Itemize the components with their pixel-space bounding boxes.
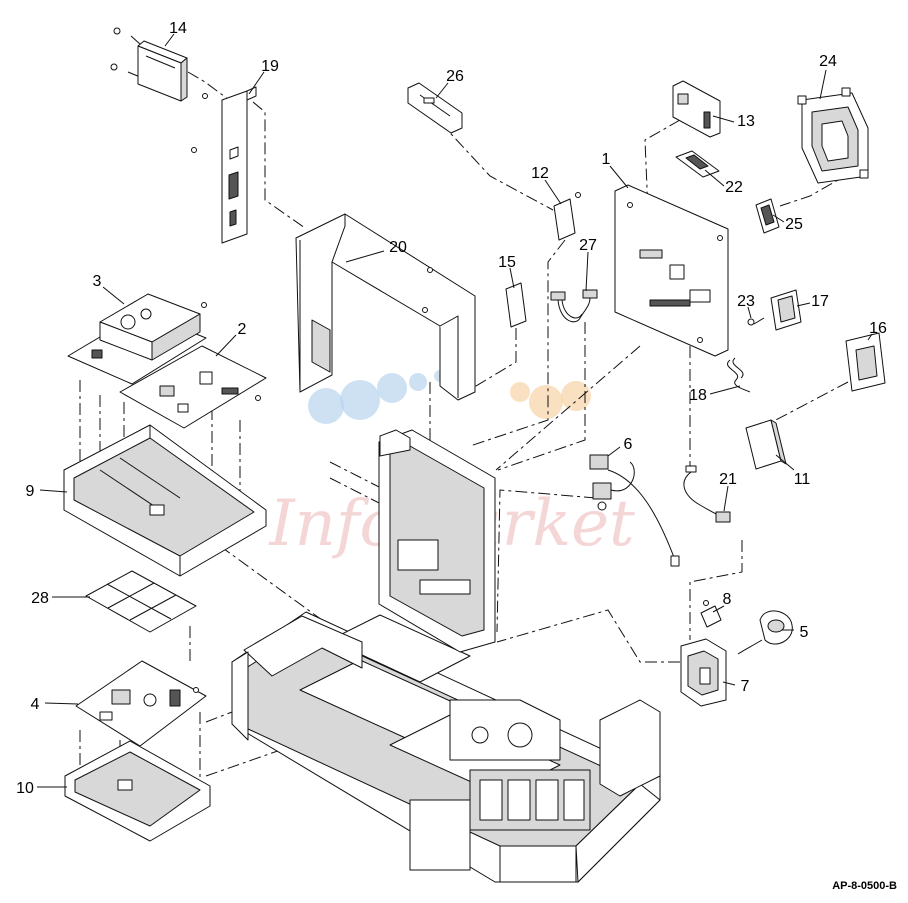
part-10-tray xyxy=(64,740,211,842)
callout-18: 18 xyxy=(689,387,707,404)
callout-25: 25 xyxy=(785,216,803,233)
callout-labels: 14 19 26 24 13 1 12 22 25 20 15 27 3 2 2… xyxy=(16,20,887,797)
part-8-clip xyxy=(700,600,722,628)
main-chassis xyxy=(231,429,661,883)
callout-11: 11 xyxy=(794,471,811,488)
callout-1: 1 xyxy=(602,151,611,168)
callout-leaders xyxy=(37,33,873,788)
part-15-plate xyxy=(505,282,527,328)
part-26-card xyxy=(407,82,463,134)
part-4-board xyxy=(75,660,207,747)
callout-4: 4 xyxy=(31,696,40,713)
part-11-module xyxy=(745,419,787,470)
callout-12: 12 xyxy=(531,165,549,182)
callout-17: 17 xyxy=(811,293,829,310)
callout-15: 15 xyxy=(498,254,516,271)
callout-26: 26 xyxy=(446,68,464,85)
part-16-bracket xyxy=(845,332,886,392)
callout-27: 27 xyxy=(579,237,597,254)
part-17-connector xyxy=(770,289,802,331)
callout-7: 7 xyxy=(741,678,750,695)
callout-3: 3 xyxy=(93,273,102,290)
part-5-sensor xyxy=(737,610,793,655)
part-13-board xyxy=(672,80,721,138)
part-12-bracket xyxy=(553,192,581,241)
callout-28: 28 xyxy=(31,590,49,607)
part-14-cover xyxy=(110,27,188,102)
callout-19: 19 xyxy=(261,58,279,75)
callout-14: 14 xyxy=(169,20,187,37)
part-22-strip xyxy=(675,150,720,178)
callout-8: 8 xyxy=(723,591,732,608)
part-7-switch-assembly xyxy=(680,638,727,707)
part-23-screw xyxy=(747,317,765,326)
callout-24: 24 xyxy=(819,53,837,70)
part-19-bracket xyxy=(191,86,257,244)
callout-16: 16 xyxy=(869,320,887,337)
part-25-switch xyxy=(755,198,780,234)
part-6-harness xyxy=(589,454,680,567)
part-3-power-unit xyxy=(67,293,207,385)
callout-21: 21 xyxy=(719,471,737,488)
callout-6: 6 xyxy=(624,436,633,453)
part-18-cable xyxy=(727,357,751,393)
callout-22: 22 xyxy=(725,179,743,196)
callout-9: 9 xyxy=(26,483,35,500)
part-2-board xyxy=(119,345,267,429)
callout-20: 20 xyxy=(389,239,407,256)
part-28-filter xyxy=(85,570,197,633)
part-27-harness xyxy=(550,289,598,323)
part-20-cover xyxy=(295,213,476,401)
part-24-frame xyxy=(797,87,869,184)
callout-2: 2 xyxy=(238,321,247,338)
callout-23: 23 xyxy=(737,293,755,310)
callout-13: 13 xyxy=(737,113,755,130)
figure-id: AP-8-0500-B xyxy=(832,880,897,892)
callout-10: 10 xyxy=(16,780,34,797)
part-9-tray xyxy=(63,424,267,577)
part-1-main-board xyxy=(614,184,729,357)
callout-5: 5 xyxy=(800,624,809,641)
part-21-cable xyxy=(683,465,731,523)
